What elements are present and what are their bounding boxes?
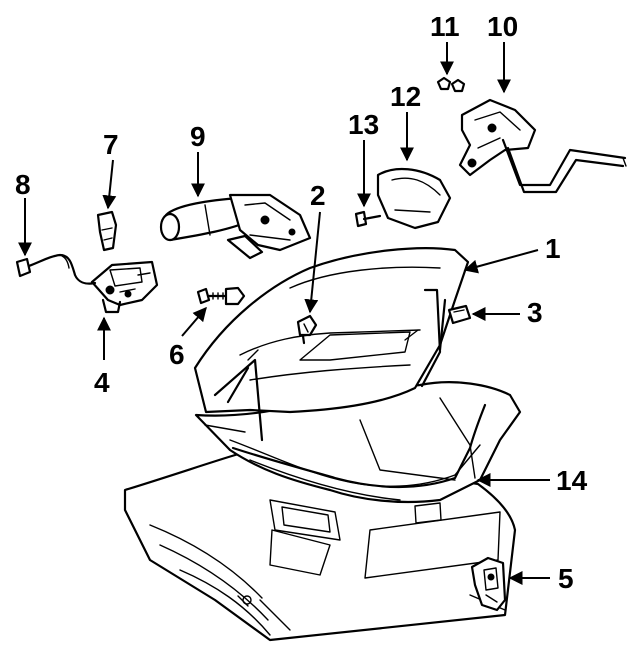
callout-13: 13	[348, 109, 379, 140]
callout-6: 6	[169, 339, 185, 370]
arrow-2	[304, 211, 321, 314]
callout-5: 5	[558, 563, 574, 594]
callout-7: 7	[103, 129, 119, 160]
cover-part	[376, 167, 452, 230]
callout-12: 12	[390, 81, 421, 112]
callout-3: 3	[527, 297, 543, 328]
latch-bracket-part	[470, 556, 507, 612]
callout-labels: 1 2 3 4 5 6 7 8 9 10 11 12 13 14	[15, 11, 588, 594]
callout-11: 11	[430, 11, 460, 42]
arrow-7	[102, 159, 117, 210]
release-rod-part	[96, 210, 118, 252]
switch-wire-part	[15, 253, 97, 285]
hinge-torsion-bar-part	[458, 98, 627, 194]
nuts-part	[436, 76, 466, 93]
callout-14: 14	[556, 465, 588, 496]
bumper-stop-part	[447, 304, 472, 325]
arrow-1	[463, 249, 539, 274]
callout-10: 10	[487, 11, 518, 42]
pull-down-motor-part	[159, 193, 312, 260]
lock-cylinder-part	[296, 314, 318, 345]
bolt-part	[196, 286, 246, 306]
latch-part	[90, 260, 159, 314]
callout-1: 1	[545, 233, 561, 264]
weatherstrip	[231, 403, 487, 489]
leader-arrows	[18, 42, 550, 585]
callout-8: 8	[15, 169, 31, 200]
screw-part	[354, 210, 382, 228]
callout-4: 4	[94, 367, 110, 398]
callout-2: 2	[310, 180, 326, 211]
arrow-6	[181, 306, 207, 337]
callout-9: 9	[190, 121, 206, 152]
trunk-lid	[193, 247, 470, 442]
